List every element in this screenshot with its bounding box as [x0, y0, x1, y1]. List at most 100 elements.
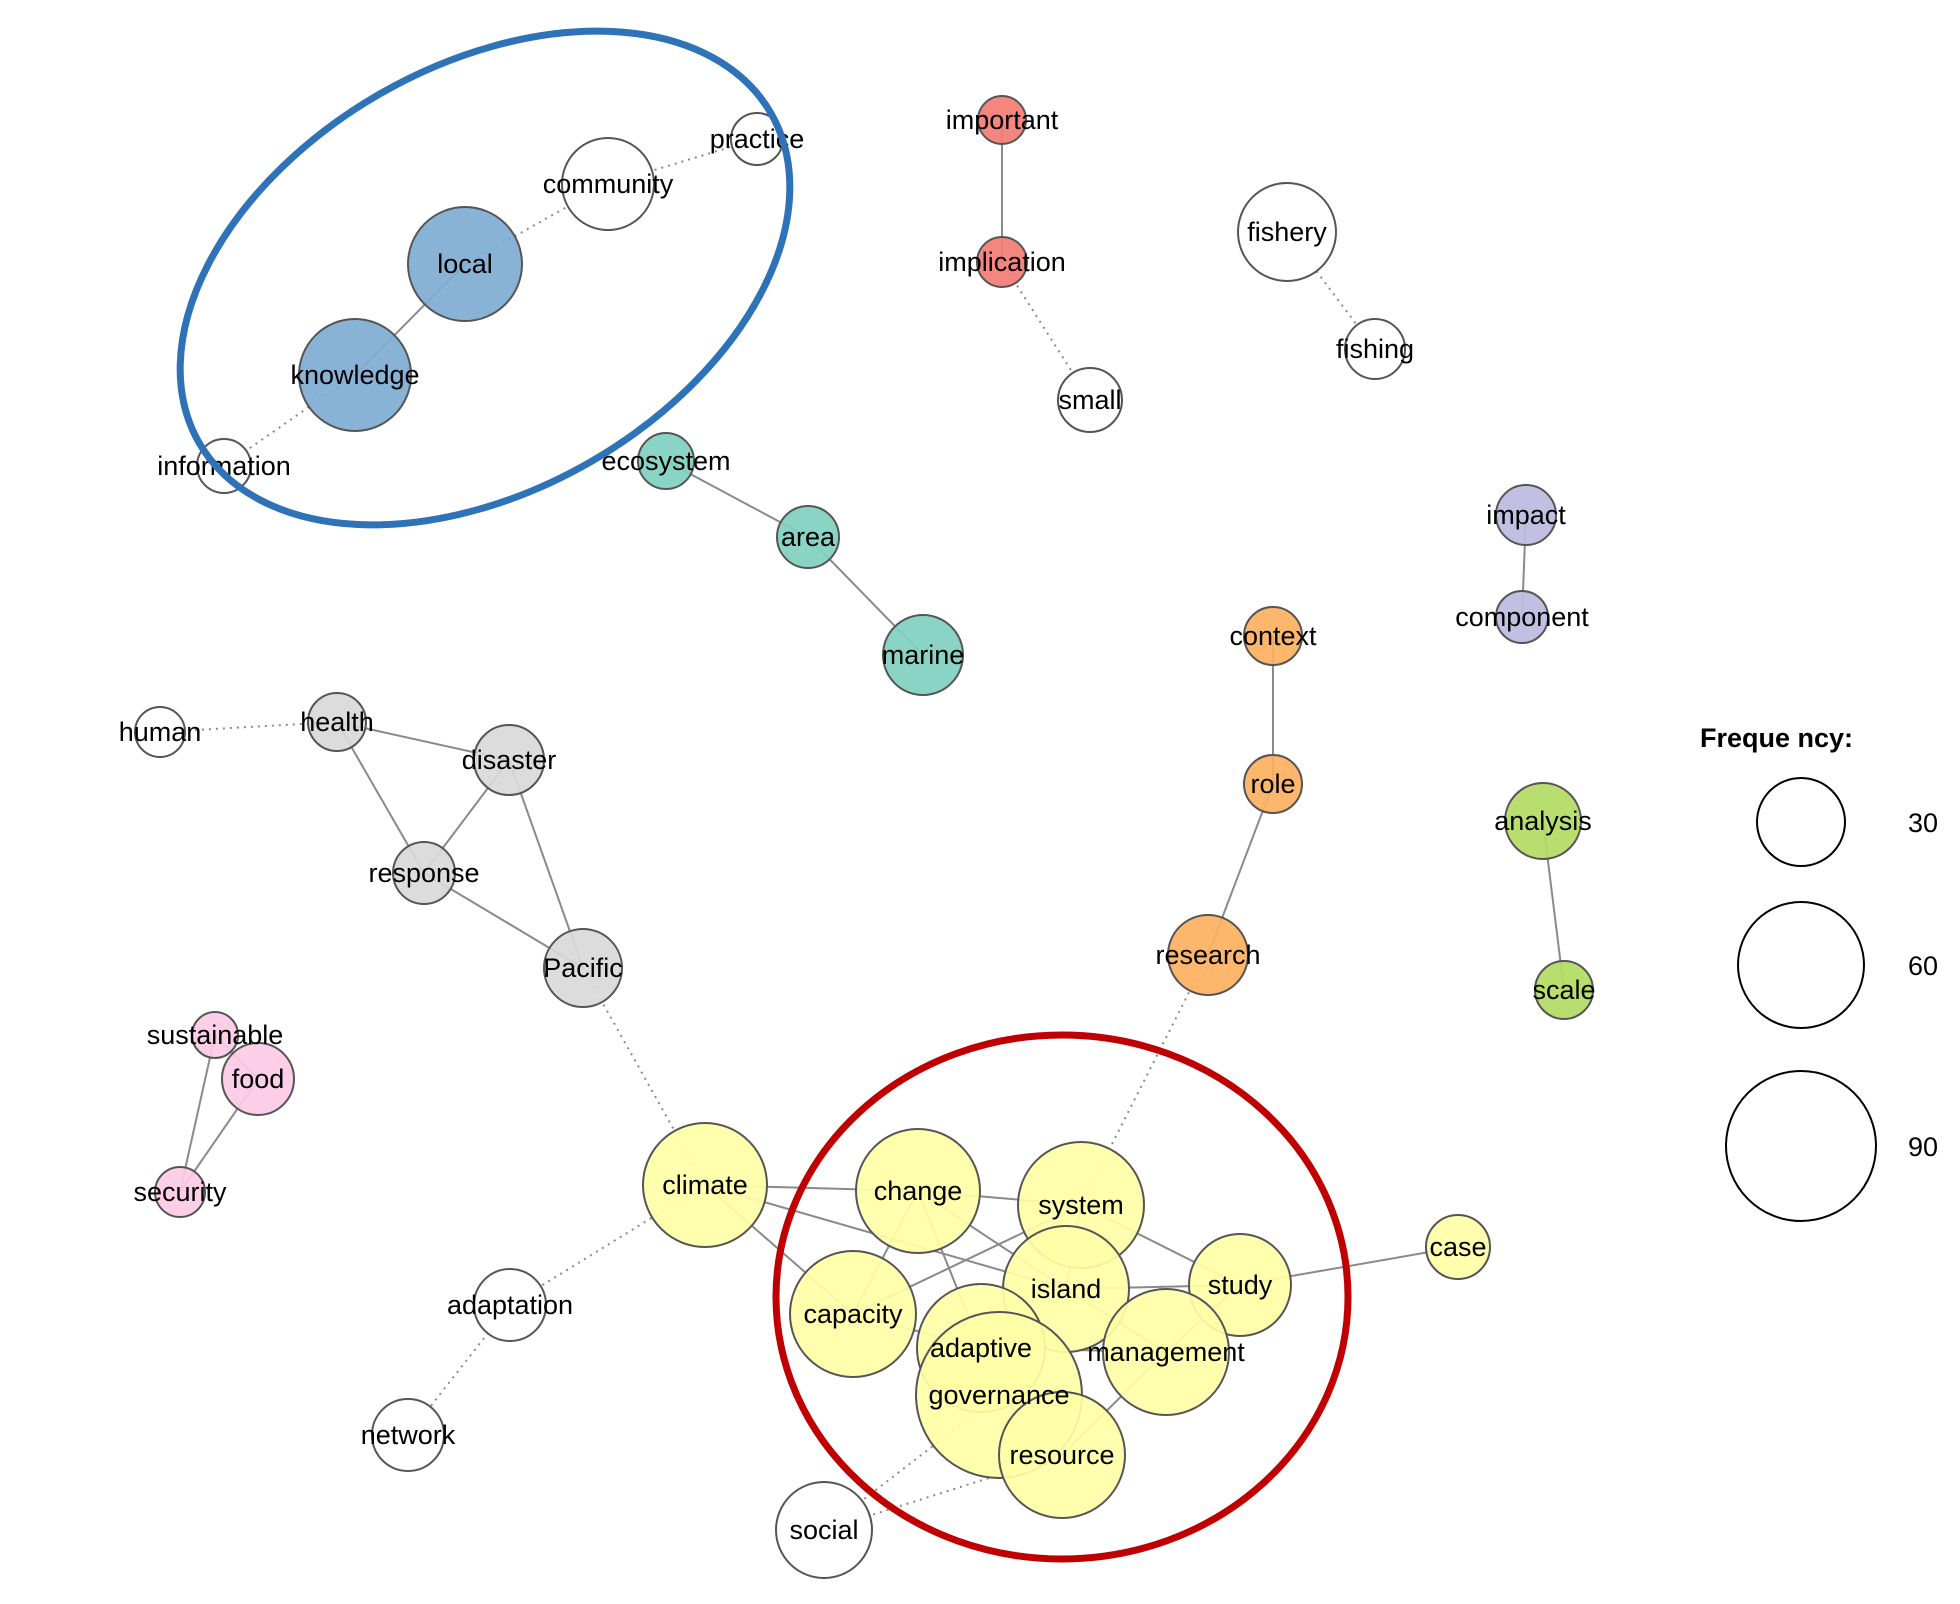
node-network	[371, 1398, 445, 1472]
node-circle-local	[407, 206, 523, 322]
node-resource	[998, 1391, 1126, 1519]
legend-value-small: 30	[1908, 808, 1938, 838]
legend-circle-large	[1725, 1070, 1877, 1222]
node-circle-change	[855, 1128, 981, 1254]
node-knowledge	[298, 318, 412, 432]
highlight-circle-red	[772, 1031, 1352, 1563]
legend-value-medium: 60	[1908, 951, 1938, 981]
node-scale	[1534, 960, 1594, 1020]
node-local	[407, 206, 523, 322]
node-management	[1102, 1288, 1230, 1416]
node-circle-marine	[882, 614, 964, 696]
node-circle-resource	[998, 1391, 1126, 1519]
legend-circle-small	[1756, 777, 1846, 867]
node-circle-food	[221, 1042, 295, 1116]
node-circle-important	[977, 95, 1027, 145]
node-small	[1057, 367, 1123, 433]
node-circle-security	[154, 1166, 206, 1218]
node-label-adaptive: adaptive	[930, 1333, 1032, 1363]
node-sustainable	[191, 1011, 239, 1059]
node-label-sustainable: sustainable	[147, 1020, 284, 1050]
node-label-governance: governance	[928, 1380, 1069, 1410]
node-label-fishery: fishery	[1247, 217, 1327, 247]
node-label-pacific: Pacific	[543, 953, 623, 983]
node-label-human: human	[119, 717, 202, 747]
node-label-health: health	[300, 707, 374, 737]
node-circle-context	[1243, 606, 1303, 666]
node-circle-sustainable	[191, 1011, 239, 1059]
edge-climate-adaptation	[509, 1184, 706, 1306]
node-label-food: food	[232, 1064, 285, 1094]
node-community	[561, 137, 655, 231]
node-social	[775, 1481, 873, 1579]
node-label-adaptation: adaptation	[447, 1290, 573, 1320]
legend-circle-medium	[1737, 901, 1865, 1029]
node-implication	[976, 236, 1028, 288]
node-label-study: study	[1208, 1270, 1273, 1300]
node-circle-small	[1057, 367, 1123, 433]
node-circle-climate	[642, 1122, 768, 1248]
node-security	[154, 1166, 206, 1218]
node-change	[855, 1128, 981, 1254]
node-label-climate: climate	[662, 1170, 748, 1200]
legend-value-large: 90	[1908, 1132, 1938, 1162]
node-ecosystem	[637, 432, 695, 490]
node-circle-scale	[1534, 960, 1594, 1020]
node-label-capacity: capacity	[803, 1299, 903, 1329]
node-circle-ecosystem	[637, 432, 695, 490]
node-label-change: change	[874, 1176, 963, 1206]
node-circle-knowledge	[298, 318, 412, 432]
node-area	[776, 505, 840, 569]
node-climate	[642, 1122, 768, 1248]
node-label-role: role	[1250, 769, 1295, 799]
node-circle-network	[371, 1398, 445, 1472]
node-pacific	[543, 928, 623, 1008]
node-marine	[882, 614, 964, 696]
node-label-practice: practice	[710, 124, 805, 154]
node-label-resource: resource	[1009, 1440, 1114, 1470]
node-label-marine: marine	[882, 640, 965, 670]
legend-title: Freque ncy:	[1700, 723, 1853, 753]
node-label-security: security	[133, 1177, 227, 1207]
node-label-scale: scale	[1532, 975, 1595, 1005]
node-fishing	[1344, 318, 1406, 380]
node-label-fishing: fishing	[1336, 334, 1414, 364]
node-label-knowledge: knowledge	[290, 360, 419, 390]
edge-sustainable-security	[179, 1034, 216, 1193]
node-circle-response	[392, 841, 456, 905]
node-label-small: small	[1058, 385, 1121, 415]
node-fishery	[1237, 182, 1337, 282]
node-circle-role	[1243, 754, 1303, 814]
node-circle-implication	[976, 236, 1028, 288]
node-case	[1425, 1214, 1491, 1280]
highlight-ellipse-blue	[176, 27, 794, 529]
node-health	[307, 692, 367, 752]
node-label-context: context	[1229, 621, 1317, 651]
node-research	[1167, 914, 1249, 996]
node-component	[1495, 590, 1549, 644]
node-label-research: research	[1155, 940, 1260, 970]
nodes-layer: practicecommunitylocalknowledgeinformati…	[119, 95, 1596, 1579]
node-response	[392, 841, 456, 905]
node-label-implication: implication	[938, 247, 1066, 277]
node-circle-fishery	[1237, 182, 1337, 282]
node-circle-health	[307, 692, 367, 752]
node-circle-information	[196, 438, 252, 494]
node-label-network: network	[361, 1420, 456, 1450]
node-circle-management	[1102, 1288, 1230, 1416]
node-label-impact: impact	[1486, 500, 1566, 530]
node-impact	[1495, 484, 1557, 546]
node-circle-disaster	[473, 724, 545, 796]
node-circle-community	[561, 137, 655, 231]
node-circle-research	[1167, 914, 1249, 996]
node-label-important: important	[946, 105, 1059, 135]
node-label-area: area	[781, 522, 836, 552]
node-adaptation	[473, 1268, 547, 1342]
node-label-community: community	[543, 169, 674, 199]
node-label-disaster: disaster	[462, 745, 557, 775]
node-label-local: local	[437, 249, 493, 279]
node-circle-human	[134, 706, 186, 758]
node-circle-impact	[1495, 484, 1557, 546]
edge-research-system	[1080, 954, 1209, 1206]
